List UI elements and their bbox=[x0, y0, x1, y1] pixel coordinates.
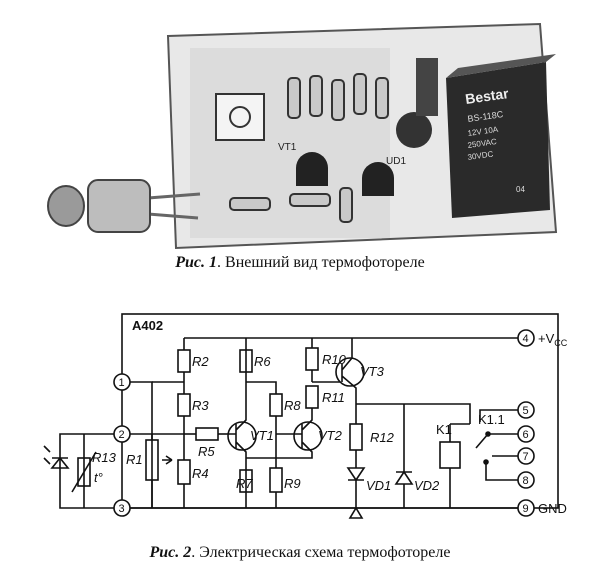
label-k1: K1 bbox=[436, 422, 452, 437]
figure-2-caption: Рис. 2. Электрическая схема термофоторел… bbox=[0, 544, 600, 562]
label-r7: R7 bbox=[236, 476, 253, 491]
sensor-probe bbox=[87, 179, 151, 233]
relay-coil-k1 bbox=[439, 441, 461, 469]
resistor-r4 bbox=[177, 459, 191, 485]
board-outline bbox=[121, 313, 559, 509]
pin-6-label: 6 bbox=[523, 429, 529, 441]
pin-3-label: 3 bbox=[119, 503, 125, 515]
relay: Bestar BS-118C 12V 10A 250VAC 30VDC 04 bbox=[446, 54, 556, 218]
silk-vt1: VT1 bbox=[278, 142, 297, 153]
resistor-r3 bbox=[177, 393, 191, 417]
resistor-r6 bbox=[239, 349, 253, 373]
label-r6: R6 bbox=[254, 354, 271, 369]
resistor-r5 bbox=[195, 427, 219, 441]
label-k11: K1.1 bbox=[478, 412, 505, 427]
label-vd2: VD2 bbox=[414, 478, 440, 493]
vcc-label: +VCC bbox=[538, 331, 568, 348]
resistor-r11 bbox=[305, 385, 319, 409]
pin-1-label: 1 bbox=[119, 377, 125, 389]
label-r10: R10 bbox=[322, 352, 347, 367]
resistor-r8 bbox=[269, 393, 283, 417]
diode-vd2 bbox=[394, 470, 414, 485]
pin-9-label: 9 bbox=[523, 503, 529, 515]
label-r9: R9 bbox=[284, 476, 301, 491]
label-temperature: t° bbox=[94, 470, 103, 485]
pin-7-label: 7 bbox=[523, 451, 529, 463]
silk-ud1: UD1 bbox=[386, 156, 406, 167]
trim-potentiometer bbox=[215, 93, 265, 141]
photodiode bbox=[50, 456, 70, 469]
label-vt3: VT3 bbox=[360, 364, 385, 379]
figure-2-label: Рис. 2 bbox=[149, 544, 192, 561]
label-vt2: VT2 bbox=[318, 428, 343, 443]
led-vd1 bbox=[346, 467, 366, 482]
label-r11: R11 bbox=[322, 390, 345, 405]
sensor-wires bbox=[147, 192, 201, 220]
label-vt1: VT1 bbox=[250, 428, 274, 443]
figure-2-text: . Электрическая схема термофотореле bbox=[191, 544, 451, 561]
transistor-vt2 bbox=[362, 162, 394, 196]
label-r12: R12 bbox=[370, 430, 395, 445]
label-r2: R2 bbox=[192, 354, 209, 369]
relay-rating-2: 250VAC bbox=[467, 137, 497, 150]
transistor-vt2 bbox=[293, 421, 323, 451]
gnd-label: GND bbox=[538, 501, 567, 516]
label-r3: R3 bbox=[192, 398, 209, 413]
pin-4-label: 4 bbox=[523, 333, 529, 345]
label-r1: R1 bbox=[126, 452, 143, 467]
resistor-r10 bbox=[305, 347, 319, 371]
resistor-r2 bbox=[177, 349, 191, 373]
transistor-vt1 bbox=[296, 152, 328, 186]
relay-rating-1: 12V 10A bbox=[467, 125, 499, 138]
label-r8: R8 bbox=[284, 398, 301, 413]
resistor-r12 bbox=[349, 423, 363, 451]
capacitor bbox=[396, 112, 432, 148]
board-name: A402 bbox=[132, 318, 163, 333]
relay-rating-3: 30VDC bbox=[467, 149, 494, 162]
transistor-vt3 bbox=[335, 357, 365, 387]
figure-1-label: Рис. 1 bbox=[175, 254, 218, 271]
board-photo: Bestar BS-118C 12V 10A 250VAC 30VDC 04 V… bbox=[47, 22, 558, 250]
figure-1-caption: Рис. 1. Внешний вид термофотореле bbox=[0, 254, 600, 272]
label-r4: R4 bbox=[192, 466, 209, 481]
transistor-vt1 bbox=[227, 421, 257, 451]
relay-brand: Bestar bbox=[464, 85, 510, 107]
label-r13: R13 bbox=[92, 450, 117, 465]
resistor-r9 bbox=[269, 467, 283, 493]
figure-1-text: . Внешний вид термофотореле bbox=[217, 254, 425, 271]
relay-code: 04 bbox=[516, 185, 525, 194]
label-vd1: VD1 bbox=[366, 478, 391, 493]
label-r5: R5 bbox=[198, 444, 215, 459]
pin-5-label: 5 bbox=[523, 405, 529, 417]
pin-8-label: 8 bbox=[523, 475, 529, 487]
resistor-r7 bbox=[239, 469, 253, 493]
schematic: A402 +VCC GND 1 2 3 4 5 6 7 8 9 R2 R3 R4… bbox=[43, 313, 568, 519]
thermistor-r13 bbox=[77, 457, 91, 487]
pin-2-label: 2 bbox=[119, 429, 125, 441]
resistor-array bbox=[229, 73, 389, 223]
